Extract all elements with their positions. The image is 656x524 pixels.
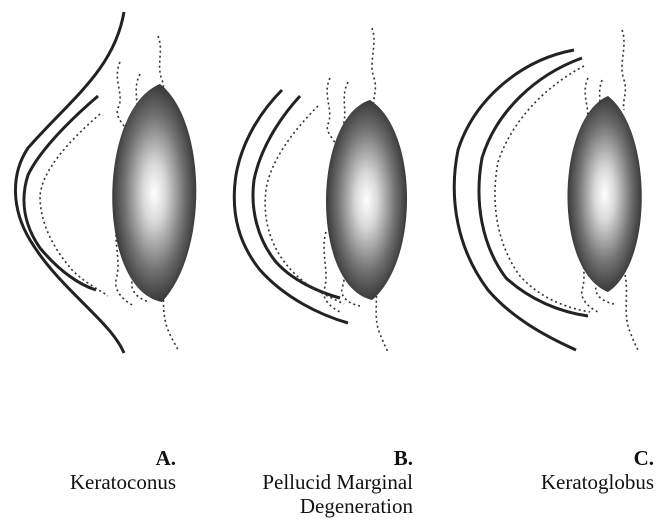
caption-letter-a: A. <box>0 446 176 470</box>
sclera-upper-c <box>622 30 625 110</box>
caption-name-pellucid-line1: Pellucid Marginal <box>213 470 413 494</box>
sclera-upper-b <box>372 28 375 108</box>
caption-keratoconus: A. Keratoconus <box>0 446 176 494</box>
caption-name-keratoglobus: Keratoglobus <box>454 470 654 494</box>
caption-name-keratoconus: Keratoconus <box>0 470 176 494</box>
cornea-outer-a <box>15 12 124 353</box>
caption-letter-c: C. <box>454 446 654 470</box>
eye-keratoconus <box>15 12 196 353</box>
iris-upper-a <box>117 62 126 134</box>
lens-b <box>326 100 407 300</box>
sclera-lower-c <box>624 270 638 350</box>
cornea-outer-c <box>454 50 576 350</box>
caption-letter-b: B. <box>213 446 413 470</box>
caption-keratoglobus: C. Keratoglobus <box>454 446 654 494</box>
eye-keratoglobus <box>454 30 642 350</box>
lens-c <box>567 96 641 292</box>
eye-pellucid-marginal-degeneration <box>234 28 407 352</box>
iris-upper-b <box>327 78 336 150</box>
caption-pellucid-marginal-degeneration: B. Pellucid Marginal Degeneration <box>213 446 413 518</box>
caption-name-pellucid-line2: Degeneration <box>213 494 413 518</box>
cornea-inner-a <box>24 96 98 290</box>
lens-a <box>112 84 196 302</box>
